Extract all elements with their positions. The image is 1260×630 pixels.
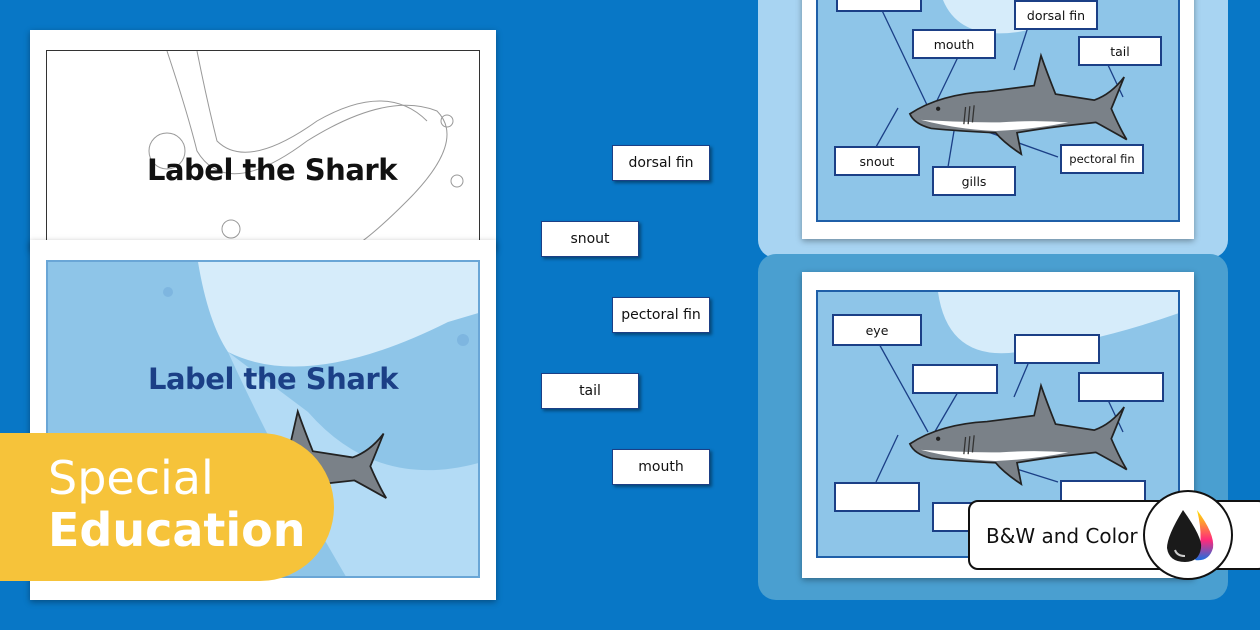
blank-label <box>834 482 920 512</box>
label-pectoral-fin: pectoral fin <box>1060 144 1144 174</box>
word-card-snout[interactable]: snout <box>541 221 639 257</box>
word-card-dorsal-fin[interactable]: dorsal fin <box>612 145 710 181</box>
word-card-tail[interactable]: tail <box>541 373 639 409</box>
blank-label <box>912 364 998 394</box>
word-card-mouth[interactable]: mouth <box>612 449 710 485</box>
blank-label <box>1014 334 1100 364</box>
label-mouth: mouth <box>912 29 996 59</box>
badge-line2: Education <box>48 503 306 557</box>
bw-worksheet: Label the Shark <box>30 30 496 250</box>
label-eye: eye <box>832 314 922 346</box>
word-card-pectoral-fin[interactable]: pectoral fin <box>612 297 710 333</box>
worksheet-title: Label the Shark <box>148 362 398 396</box>
label-snout: snout <box>834 146 920 176</box>
blank-label <box>1078 372 1164 402</box>
label-dorsal-fin: dorsal fin <box>1014 0 1098 30</box>
label-gills: gills <box>932 166 1016 196</box>
ink-drops-icon <box>1143 490 1233 580</box>
label-tail: tail <box>1078 36 1162 66</box>
print-badge-text: B&W and Color <box>986 524 1138 548</box>
label-eye: eye <box>836 0 922 12</box>
badge-line1: Special <box>48 451 214 505</box>
answer-panel: eye dorsal fin mouth tail snout gills pe… <box>758 0 1228 258</box>
special-education-badge: Special Education <box>0 433 334 581</box>
worksheet-title: Label the Shark <box>147 153 397 187</box>
